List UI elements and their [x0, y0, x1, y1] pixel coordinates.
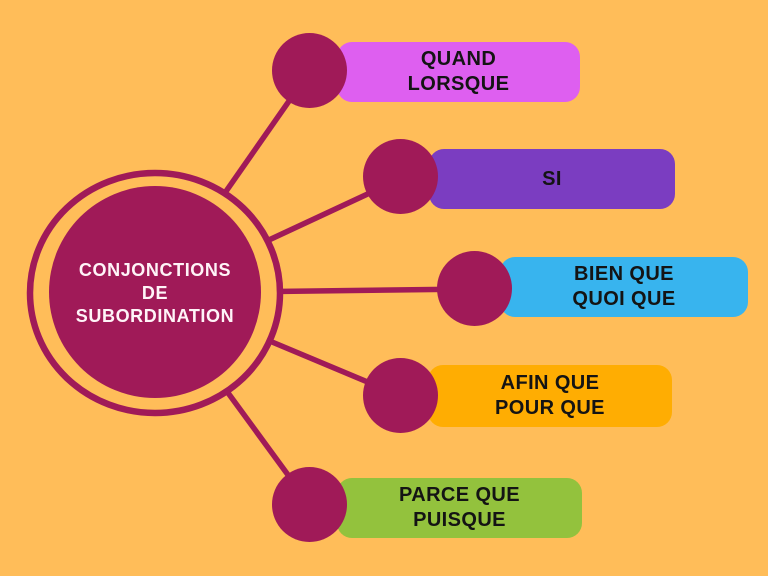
branch-label-line: POUR QUE: [495, 397, 605, 419]
branch-bien-que-quoi-que: BIEN QUE QUOI QUE: [500, 257, 748, 317]
center-title-line: SUBORDINATION: [75, 305, 235, 326]
center-title: CONJONCTIONS DE SUBORDINATION: [45, 238, 265, 348]
branch-node-afin-que-pour-que: [363, 358, 438, 433]
branch-node-quand-lorsque: [272, 33, 347, 108]
branch-si: SI: [429, 149, 675, 209]
branch-label-line: LORSQUE: [407, 73, 510, 95]
branch-node-bien-que-quoi-que: [437, 251, 512, 326]
center-title-line: DE: [141, 282, 169, 303]
branch-label-line: AFIN QUE: [500, 372, 600, 394]
branch-label-line: QUAND: [420, 48, 497, 70]
branch-quand-lorsque: QUAND LORSQUE: [337, 42, 580, 102]
branch-label-line: QUOI QUE: [572, 288, 676, 310]
branch-node-si: [363, 139, 438, 214]
branch-label-line: BIEN QUE: [574, 263, 674, 285]
center-ring: [26, 169, 284, 417]
center-circle: [49, 186, 261, 398]
branch-label-line: SI: [542, 167, 562, 190]
branch-label-line: PUISQUE: [413, 509, 506, 531]
branch-parce-que-puisque: PARCE QUE PUISQUE: [337, 478, 582, 538]
branch-afin-que-pour-que: AFIN QUE POUR QUE: [428, 365, 672, 427]
branch-label-line: PARCE QUE: [398, 484, 521, 506]
branch-node-parce-que-puisque: [272, 467, 347, 542]
center-title-line: CONJONCTIONS: [78, 259, 232, 280]
